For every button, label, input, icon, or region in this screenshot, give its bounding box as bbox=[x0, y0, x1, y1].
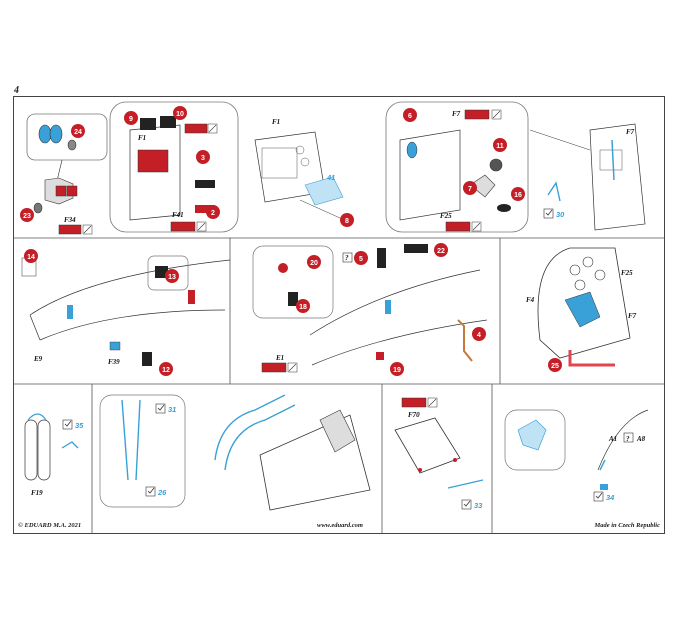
callout-25: 25 bbox=[551, 363, 559, 370]
label-a1: A1 bbox=[608, 435, 617, 443]
callout-31: 31 bbox=[168, 405, 176, 414]
callout-23: 23 bbox=[23, 213, 31, 220]
callout-26: 26 bbox=[157, 488, 167, 497]
callout-4: 4 bbox=[477, 332, 481, 339]
callout-24: 24 bbox=[74, 129, 82, 136]
callout-8: 8 bbox=[345, 218, 349, 225]
panel-f7-right bbox=[529, 123, 646, 231]
label-e9: E9 bbox=[33, 355, 43, 363]
panel-e9-f39 bbox=[21, 255, 231, 366]
callout-12: 12 bbox=[162, 367, 170, 374]
label-f7-inset: F7 bbox=[452, 110, 461, 118]
callout-30: 30 bbox=[556, 210, 565, 219]
callout-13: 13 bbox=[168, 274, 176, 281]
callout-2: 2 bbox=[211, 210, 215, 217]
callout-16: 16 bbox=[514, 192, 522, 199]
callout-19: 19 bbox=[393, 367, 401, 374]
footer-website: www.eduard.com bbox=[317, 522, 363, 529]
panel-a1-a8 bbox=[504, 409, 649, 502]
callout-3: 3 bbox=[201, 155, 205, 162]
callout-22: 22 bbox=[437, 248, 445, 255]
callout-41: 41 bbox=[326, 173, 335, 182]
question-mark-e1: ? bbox=[345, 254, 349, 262]
label-a8: A8 bbox=[636, 435, 646, 443]
callout-5: 5 bbox=[359, 256, 363, 263]
callout-7: 7 bbox=[468, 186, 472, 193]
callout-35: 35 bbox=[75, 421, 84, 430]
panel-engine bbox=[26, 113, 108, 235]
label-f41: F41 bbox=[172, 211, 184, 219]
callout-14: 14 bbox=[27, 254, 35, 261]
label-f34: F34 bbox=[64, 216, 76, 224]
label-e1: E1 bbox=[275, 354, 284, 362]
red-callouts: 24 23 9 10 3 2 8 6 11 16 7 14 13 12 20 1… bbox=[20, 106, 562, 376]
page-number: 4 bbox=[14, 85, 19, 96]
panel-e1 bbox=[252, 244, 488, 373]
grid-lines bbox=[13, 237, 665, 534]
part-labels: F34 F1 F41 F1 F7 F25 F7 E9 F39 E1 F4 F25… bbox=[31, 110, 646, 497]
label-f25-inset: F25 bbox=[440, 212, 452, 220]
callout-11: 11 bbox=[496, 143, 504, 150]
label-f7: F7 bbox=[626, 128, 635, 136]
panel-f1-detail bbox=[254, 131, 344, 219]
footer-made-in: Made in Czech Republic bbox=[594, 522, 660, 529]
panel-instruments-f1 bbox=[109, 101, 239, 233]
callout-33: 33 bbox=[474, 501, 483, 510]
label-f4: F4 bbox=[526, 296, 535, 304]
label-f70: F70 bbox=[408, 411, 420, 419]
callout-10: 10 bbox=[176, 111, 184, 118]
diagram-frame bbox=[13, 96, 665, 534]
callout-6: 6 bbox=[408, 113, 412, 120]
label-f39: F39 bbox=[108, 358, 120, 366]
panel-f70 bbox=[394, 397, 484, 510]
callout-9: 9 bbox=[129, 116, 133, 123]
footer-copyright: © EDUARD M.A. 2021 bbox=[18, 522, 82, 529]
panel-f4 bbox=[537, 247, 631, 367]
question-mark-a1: ? bbox=[626, 435, 630, 443]
callout-20: 20 bbox=[310, 260, 318, 267]
panel-f19 bbox=[24, 413, 79, 481]
label-f25: F25 bbox=[621, 269, 633, 277]
blue-callouts: 41 30 35 31 26 33 34 bbox=[75, 173, 615, 510]
panel-f7-f25 bbox=[385, 101, 529, 233]
label-f1-inset: F1 bbox=[138, 134, 146, 142]
panel-seat bbox=[99, 394, 371, 511]
label-f7-panel: F7 bbox=[628, 312, 637, 320]
callout-34: 34 bbox=[606, 493, 615, 502]
label-f1: F1 bbox=[272, 118, 280, 126]
callout-18: 18 bbox=[299, 304, 307, 311]
label-f19: F19 bbox=[31, 489, 43, 497]
